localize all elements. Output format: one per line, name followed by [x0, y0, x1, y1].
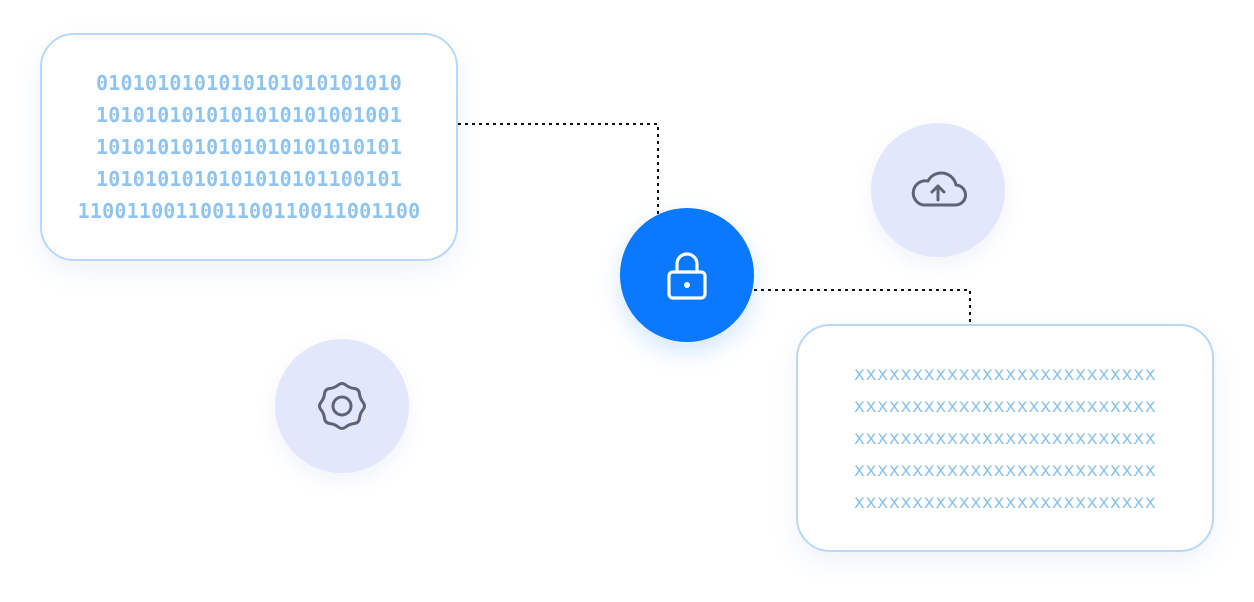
gear-icon [312, 376, 372, 436]
binary-line: 1010101010101010101100101 [95, 167, 403, 191]
encrypted-data-card: xxxxxxxxxxxxxxxxxxxxxxxxxx xxxxxxxxxxxxx… [796, 324, 1214, 552]
binary-line: 1010101010101010101010101 [95, 135, 403, 159]
lock-icon [665, 249, 709, 301]
binary-line: 0101010101010101010101010 [95, 71, 403, 95]
connector-lock-to-cipher [754, 289, 971, 324]
binary-line: 1100110011001100110011001100 [77, 199, 421, 223]
cloud-upload-node [871, 123, 1005, 257]
cipher-line: xxxxxxxxxxxxxxxxxxxxxxxxxx [853, 427, 1157, 449]
cloud-upload-icon [907, 169, 969, 211]
binary-line: 1010101010101010101001001 [95, 103, 403, 127]
cipher-line: xxxxxxxxxxxxxxxxxxxxxxxxxx [853, 395, 1157, 417]
lock-node [620, 208, 754, 342]
connector-binary-to-lock [458, 123, 659, 214]
cipher-line: xxxxxxxxxxxxxxxxxxxxxxxxxx [853, 491, 1157, 513]
cipher-line: xxxxxxxxxxxxxxxxxxxxxxxxxx [853, 459, 1157, 481]
cipher-line: xxxxxxxxxxxxxxxxxxxxxxxxxx [853, 363, 1157, 385]
settings-node [275, 339, 409, 473]
binary-data-card: 0101010101010101010101010 10101010101010… [40, 33, 458, 261]
